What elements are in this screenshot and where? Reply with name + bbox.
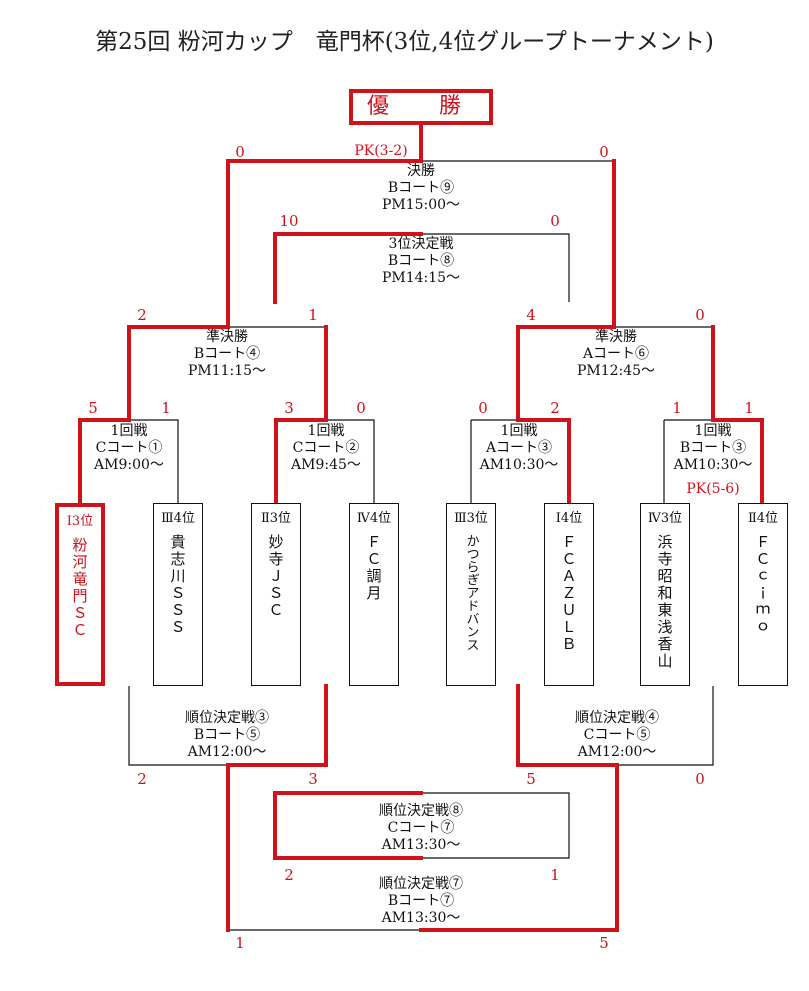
score-r1-2-a: 3 (284, 399, 294, 417)
team-name: 粉河竜門ＳＣ (70, 537, 89, 639)
team-rank: Ⅳ3位 (647, 511, 683, 526)
team-box: Ⅱ3位 妙寺ＪＳＣ (251, 503, 301, 686)
winner-line (516, 325, 616, 422)
winner-line (127, 325, 230, 422)
score-r1-2-b: 0 (356, 399, 366, 417)
score-pl4-b: 0 (695, 770, 705, 788)
score-pl8-a: 2 (284, 866, 294, 884)
score-r1-3-a: 0 (478, 399, 488, 417)
team-rank: Ⅲ4位 (161, 511, 195, 526)
winner-line (273, 232, 423, 304)
winner-line (226, 684, 328, 767)
team-rank: Ⅳ4位 (356, 511, 392, 526)
bracket-line (326, 419, 375, 503)
score-pl3-b: 3 (308, 770, 318, 788)
score-pl8-b: 1 (550, 866, 560, 884)
team-rank: Ⅱ4位 (747, 511, 779, 526)
team-box: Ⅱ4位 ＦＣｃｉｍｏ (738, 503, 788, 686)
score-semi-left-a: 2 (137, 306, 147, 324)
team-box: Ⅲ3位 かつらぎアドバンス (446, 503, 496, 686)
score-pl7-b: 5 (599, 934, 609, 952)
bracket-line (129, 419, 179, 503)
winner-line (419, 763, 619, 932)
winner-line (273, 791, 423, 860)
winner-line (516, 418, 571, 505)
bracket-line (617, 686, 714, 766)
score-pl7-a: 1 (235, 934, 245, 952)
score-third-right: 0 (550, 212, 560, 230)
winner-line (711, 418, 764, 505)
score-final-left: 0 (235, 143, 245, 161)
team-rank: Ⅰ4位 (555, 511, 583, 526)
score-r1-4-b: 1 (744, 399, 754, 417)
score-r1-1-b: 1 (161, 399, 171, 417)
score-third-left: 10 (279, 212, 299, 230)
team-name: ＦＣｃｉｍｏ (753, 534, 772, 636)
winner-line (516, 684, 619, 767)
team-rank: Ⅱ3位 (260, 511, 292, 526)
score-semi-left-b: 1 (308, 306, 318, 324)
score-r1-3-b: 2 (550, 399, 560, 417)
pk-final: PK(3-2) (354, 143, 408, 159)
team-box: Ⅳ4位 ＦＣ調月 (349, 503, 399, 686)
pk-r1-4: PK(5-6) (686, 481, 740, 497)
team-box: Ⅰ4位 ＦＣＡＺＵＬＢ (544, 503, 594, 686)
team-rank: Ⅰ3位 (66, 514, 94, 529)
team-rank: Ⅲ3位 (454, 511, 488, 526)
team-name: ＦＣＡＺＵＬＢ (559, 534, 578, 653)
champion-box: 優 勝 (349, 89, 493, 125)
team-name: ＦＣ調月 (364, 534, 383, 602)
team-name: 貴志川ＳＳＳ (168, 534, 187, 636)
bracket-line (421, 792, 570, 859)
bracket-line (421, 233, 570, 302)
winner-line (78, 418, 131, 505)
score-semi-right-a: 4 (526, 306, 536, 324)
winner-line (274, 418, 328, 505)
score-r1-1-a: 5 (88, 399, 98, 417)
page-title: 第25回 粉河カップ 竜門杯(3位,4位グループトーナメント) (95, 29, 714, 55)
bracket-line (128, 686, 228, 766)
team-box: Ⅰ3位 粉河竜門ＳＣ (55, 503, 105, 686)
team-name: 妙寺ＪＳＣ (266, 534, 285, 619)
team-box: Ⅲ4位 貴志川ＳＳＳ (153, 503, 203, 686)
winner-line (226, 159, 423, 329)
score-final-right: 0 (599, 143, 609, 161)
team-box: Ⅳ3位 浜寺昭和東浅香山 (640, 503, 690, 686)
score-pl4-a: 5 (526, 770, 536, 788)
team-name: 浜寺昭和東浅香山 (655, 534, 674, 670)
score-semi-right-b: 0 (695, 306, 705, 324)
team-name: かつらぎアドバンス (463, 534, 479, 651)
score-pl3-a: 2 (137, 770, 147, 788)
score-r1-4-a: 1 (672, 399, 682, 417)
